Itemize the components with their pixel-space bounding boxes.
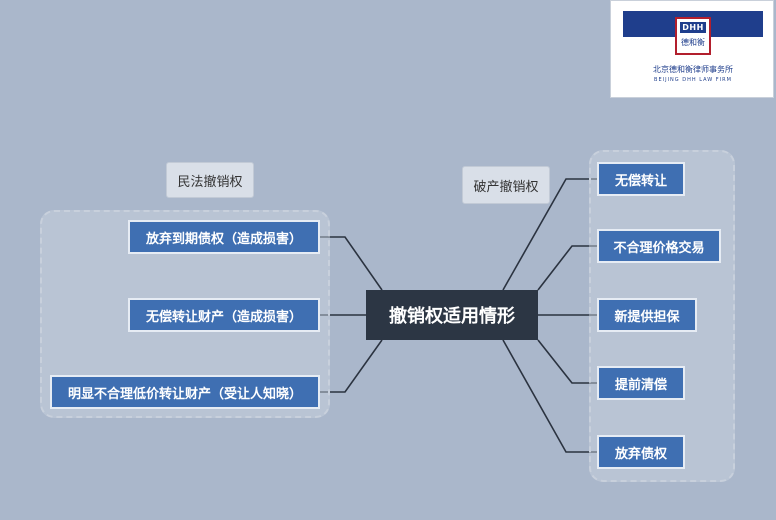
logo-emblem-icon: DHH 德和衡 — [675, 17, 711, 55]
connector-right-1 — [502, 178, 597, 291]
logo-firm-name-en: BEIJING DHH LAW FIRM — [654, 77, 732, 83]
right-item-1: 无偿转让 — [597, 162, 685, 196]
law-firm-logo: DHH 德和衡 北京德和衡律师事务所 BEIJING DHH LAW FIRM — [610, 0, 774, 98]
left-item-3: 明显不合理低价转让财产（受让人知晓） — [50, 375, 320, 409]
logo-firm-name-cn: 北京德和衡律师事务所 — [653, 65, 733, 74]
right-item-4: 提前清偿 — [597, 366, 685, 400]
left-item-1: 放弃到期债权（造成损害） — [128, 220, 320, 254]
right-item-5: 放弃债权 — [597, 435, 685, 469]
center-node: 撤销权适用情形 — [366, 290, 538, 340]
logo-emblem-text: DHH — [680, 22, 706, 33]
left-item-2: 无偿转让财产（造成损害） — [128, 298, 320, 332]
left-group-label: 民法撤销权 — [166, 162, 254, 198]
right-group-label: 破产撤销权 — [462, 166, 550, 204]
connector-right-4 — [537, 339, 597, 384]
logo-seal-text: 德和衡 — [681, 37, 705, 47]
right-item-2: 不合理价格交易 — [597, 229, 721, 263]
connector-right-5 — [502, 339, 597, 453]
right-item-3: 新提供担保 — [597, 298, 697, 332]
connector-right-2 — [537, 245, 597, 291]
